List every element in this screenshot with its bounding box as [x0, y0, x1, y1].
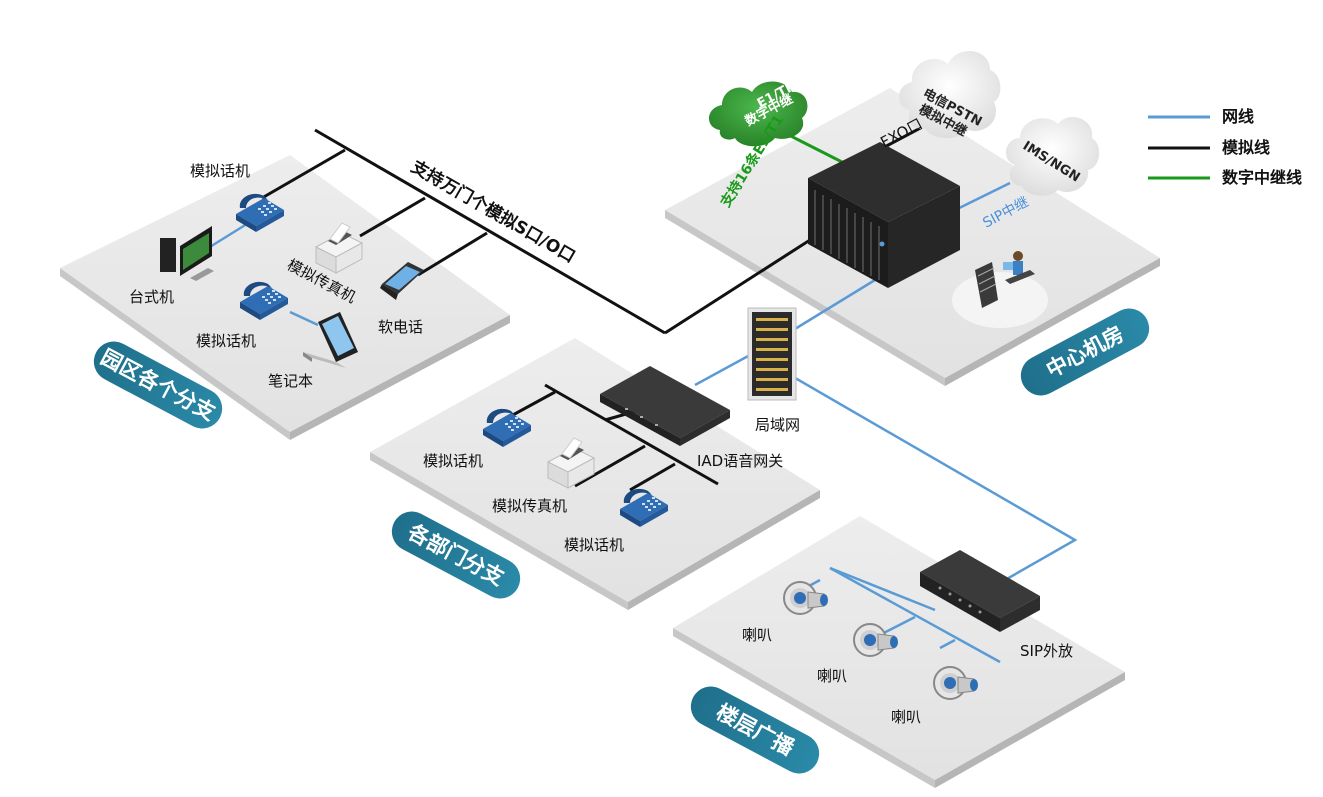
label-sip-amp: SIP外放	[1020, 642, 1073, 660]
operator-icon	[952, 251, 1048, 328]
server-rack-icon	[747, 307, 797, 401]
legend: 网线 模拟线 数字中继线	[1148, 107, 1302, 187]
laptop-icon	[303, 312, 358, 368]
legend-analog-label: 模拟线	[1222, 138, 1270, 157]
label-trunk-caption: 支持万门个模拟S口/O口	[408, 156, 579, 267]
label-dept-fax: 模拟传真机	[492, 497, 567, 515]
label-dept-phone-right: 模拟话机	[564, 536, 624, 554]
desktop-icon	[160, 226, 214, 281]
smartphone-icon	[380, 262, 424, 300]
label-speaker-2: 喇叭	[817, 667, 847, 685]
legend-network-label: 网线	[1222, 107, 1254, 126]
gateway-icon	[600, 366, 730, 446]
platform-broadcast	[673, 516, 1125, 788]
network-lines	[204, 181, 1078, 664]
label-speaker-3: 喇叭	[891, 708, 921, 726]
label-softphone: 软电话	[378, 318, 423, 336]
cloud-icon: E1/TI 数字中继	[708, 81, 808, 147]
platform-campus	[60, 155, 510, 440]
label-laptop: 笔记本	[268, 372, 313, 390]
label-gateway: IAD语音网关	[697, 452, 783, 470]
label-desktop: 台式机	[129, 288, 174, 306]
cloud-icon: IMS/NGN	[1005, 116, 1100, 196]
server-rack-icon	[808, 142, 960, 288]
label-speaker-1: 喇叭	[742, 626, 772, 644]
legend-digital-label: 数字中继线	[1222, 168, 1302, 187]
label-phone-top: 模拟话机	[190, 162, 250, 180]
label-lan: 局域网	[755, 416, 800, 434]
platform-department	[370, 338, 820, 610]
gateway-icon	[920, 550, 1040, 632]
label-dept-phone-left: 模拟话机	[423, 452, 483, 470]
label-phone-bottom: 模拟话机	[196, 332, 256, 350]
